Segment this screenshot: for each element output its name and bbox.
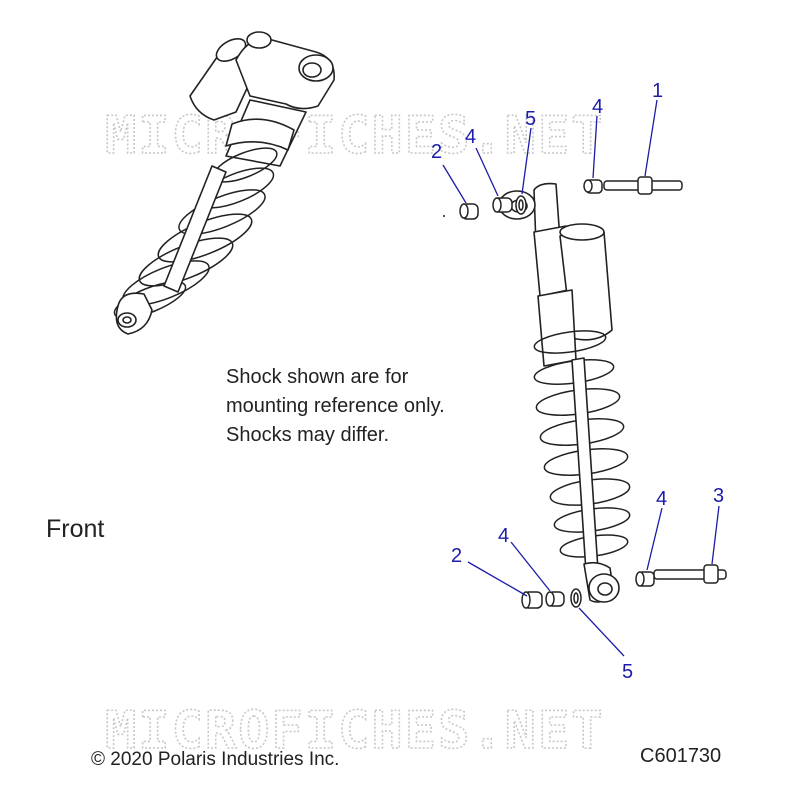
lower-left-bushing <box>521 591 543 609</box>
callout-5-lower: 5 <box>622 661 633 683</box>
lower-spacer <box>545 591 565 607</box>
callout-2-upper: 2 <box>431 141 442 163</box>
callout-4-lower-right: 4 <box>656 488 667 510</box>
left-shock-illustration <box>113 31 335 335</box>
stray-mark <box>443 215 445 217</box>
note-line-3: Shocks may differ. <box>226 424 390 446</box>
upper-left-bushing <box>459 203 479 220</box>
diagram-code: C601730 <box>640 745 722 767</box>
callout-5-upper: 5 <box>525 108 536 130</box>
callout-4-upper-left: 4 <box>465 126 476 148</box>
front-label: Front <box>46 515 105 543</box>
upper-bolt <box>603 176 683 195</box>
callout-3: 3 <box>713 485 724 507</box>
lower-seal-ring <box>570 588 582 608</box>
hardware-parts <box>459 176 727 609</box>
watermark-top: MICROFICHES.NET <box>105 106 605 166</box>
mounting-note: Shock shown are for mounting reference o… <box>226 363 445 450</box>
right-shock-illustration <box>498 182 631 603</box>
callout-numbers: 1 2 4 5 4 2 4 5 4 3 <box>431 80 724 683</box>
note-line-2: mounting reference only. <box>226 395 445 417</box>
leader-lines <box>442 99 720 657</box>
callout-4-lower-left: 4 <box>498 525 509 547</box>
upper-seal-ring <box>515 195 527 215</box>
watermark-bottom: MICROFICHES.NET <box>105 701 605 761</box>
callout-2-lower: 2 <box>451 545 462 567</box>
note-line-1: Shock shown are for <box>226 366 409 388</box>
callout-4-upper-right: 4 <box>592 96 603 118</box>
lower-right-bushing <box>635 571 655 587</box>
copyright-text: © 2020 Polaris Industries Inc. <box>91 749 340 770</box>
callout-1: 1 <box>652 80 663 102</box>
upper-spacer <box>492 197 513 213</box>
upper-right-bushing <box>583 179 603 194</box>
lower-bolt <box>653 564 727 584</box>
